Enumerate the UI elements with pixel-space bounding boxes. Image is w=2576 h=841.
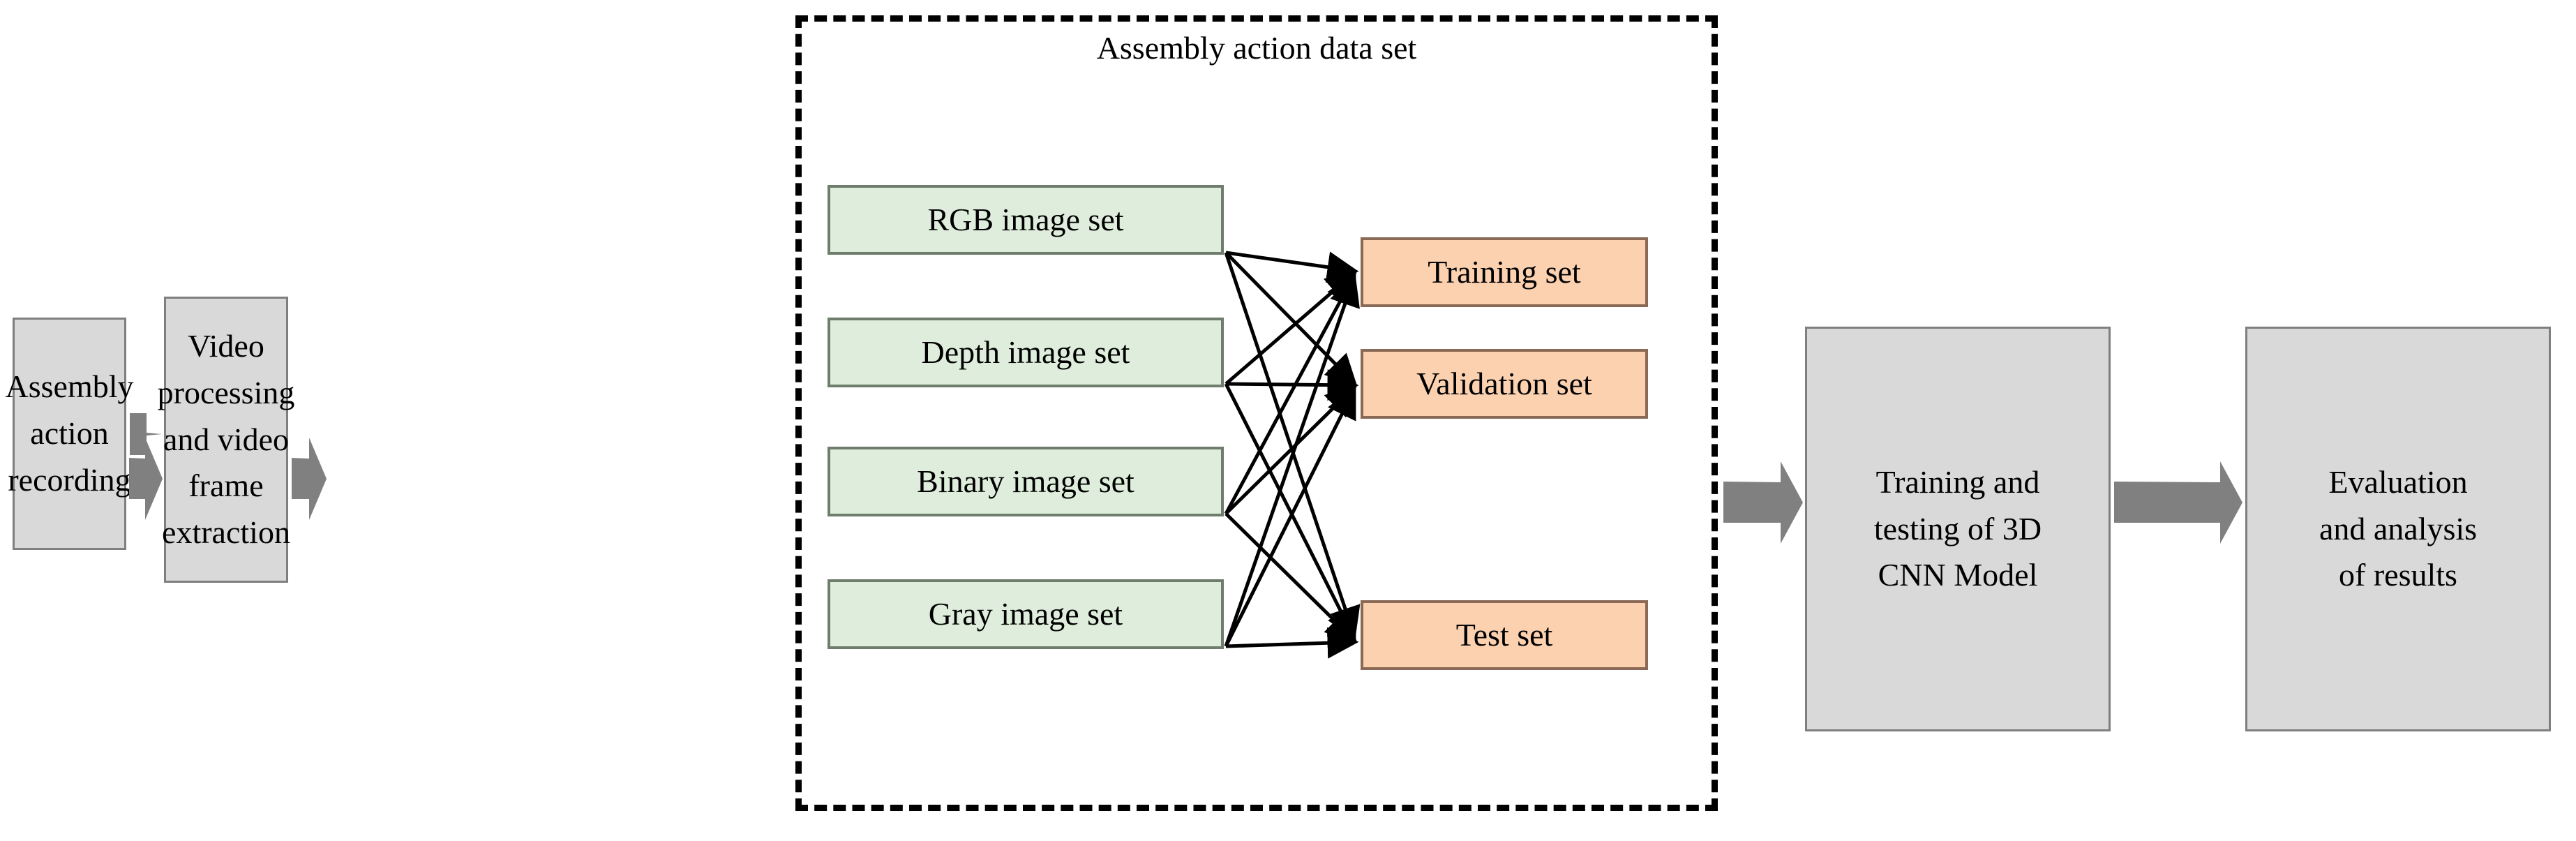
data-split-validation[interactable]: Validation set bbox=[1361, 349, 1648, 419]
image-set-gray[interactable]: Gray image set bbox=[828, 579, 1224, 649]
data-split-test[interactable]: Test set bbox=[1361, 600, 1648, 670]
assembly-action-data-set-group bbox=[795, 15, 1718, 811]
flow-arrow-2 bbox=[292, 438, 327, 520]
stage-video-processing[interactable]: Video processing and video frame extract… bbox=[158, 297, 294, 583]
image-set-rgb[interactable]: RGB image set bbox=[828, 185, 1224, 255]
flow-arrow-3 bbox=[1723, 461, 1803, 544]
stage-assembly-action-recording[interactable]: Assembly action recording bbox=[6, 318, 134, 550]
flow-arrow-4 bbox=[2114, 461, 2242, 544]
stage-training-testing-3d-cnn[interactable]: Training and testing of 3D CNN Model bbox=[1805, 327, 2111, 731]
assembly-action-data-set-label: Assembly action data set bbox=[1096, 30, 1417, 66]
image-set-binary[interactable]: Binary image set bbox=[828, 447, 1224, 516]
stage-evaluation-analysis[interactable]: Evaluation and analysis of results bbox=[2245, 327, 2551, 731]
image-set-depth[interactable]: Depth image set bbox=[828, 318, 1224, 387]
data-split-training[interactable]: Training set bbox=[1361, 237, 1648, 307]
